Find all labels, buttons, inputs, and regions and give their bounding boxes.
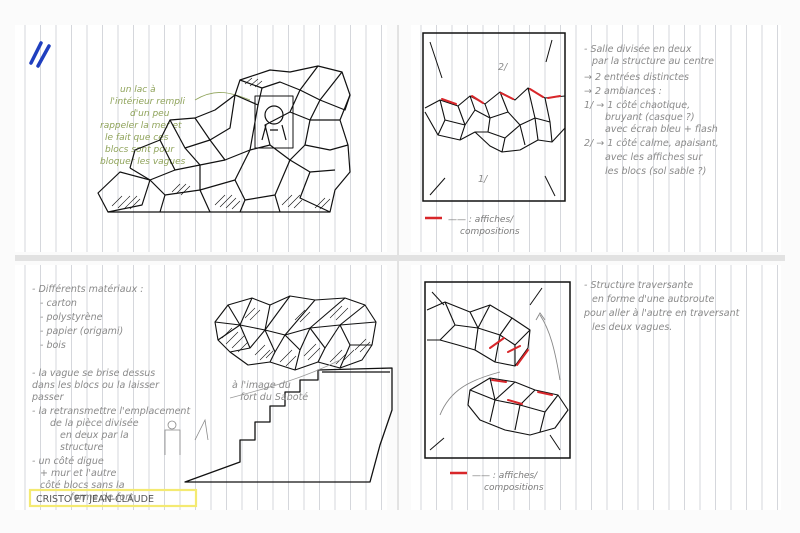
note-line: - Salle divisée en deux (584, 44, 692, 55)
note-line: - carton (40, 298, 77, 309)
note-line: - Structure traversante (584, 280, 693, 291)
note-line: les deux vagues. (592, 322, 672, 333)
note-line: - polystyrène (40, 312, 103, 323)
note-line: par la structure au centre (591, 56, 714, 67)
note-line: passer (31, 392, 65, 403)
legend-line: —— : affiches/ (472, 471, 538, 481)
note-line: - bois (40, 340, 66, 351)
note-line: - la vague se brise dessus (32, 368, 155, 379)
note-line: en deux par la (60, 430, 129, 441)
note-line: dans les blocs ou la laisser (32, 380, 160, 391)
note-line: - un côté digue (32, 456, 104, 467)
note-line: le fait que ces (105, 133, 169, 143)
note-line: rappeler la mer et (100, 121, 182, 131)
note-line: + mur et l'autre (40, 468, 116, 479)
note-line: les blocs (sol sable ?) (605, 166, 706, 177)
note-line: - papier (origami) (40, 326, 123, 337)
note-line: → 2 ambiances : (584, 86, 662, 97)
note-line: structure (60, 442, 103, 453)
note-line: bruyant (casque ?) (605, 112, 695, 123)
note-line: de la pièce divisée (50, 418, 139, 429)
legend-line: compositions (460, 227, 520, 237)
note-line: 2/ → 1 côté calme, apaisant, (584, 138, 719, 149)
note-line: à l'image du (232, 380, 291, 391)
note-line: - Différents matériaux : (32, 284, 143, 295)
legend-line: compositions (484, 483, 544, 493)
note-line: - la retransmettre l'emplacement (32, 406, 191, 417)
note-line: un lac à (120, 85, 156, 95)
note-line: avec écran bleu + flash (605, 124, 718, 135)
note-line: fort du Saboté (240, 392, 308, 403)
note-line: en forme d'une autoroute (592, 294, 714, 305)
page-top-left (15, 25, 387, 252)
legend-line: —— : affiches/ (448, 215, 514, 225)
note-line: avec les affiches sur (605, 152, 703, 163)
note-line: pour aller à l'autre en traversant (583, 308, 741, 319)
note-line: d'un peu (130, 109, 170, 119)
note-line: 1/ → 1 côté chaotique, (584, 100, 690, 111)
highlighted-title: CRISTO ET JEAN-CLAUDE (36, 494, 154, 505)
note-line: l'intérieur rempli (110, 96, 185, 107)
note-line: → 2 entrées distinctes (584, 72, 689, 83)
